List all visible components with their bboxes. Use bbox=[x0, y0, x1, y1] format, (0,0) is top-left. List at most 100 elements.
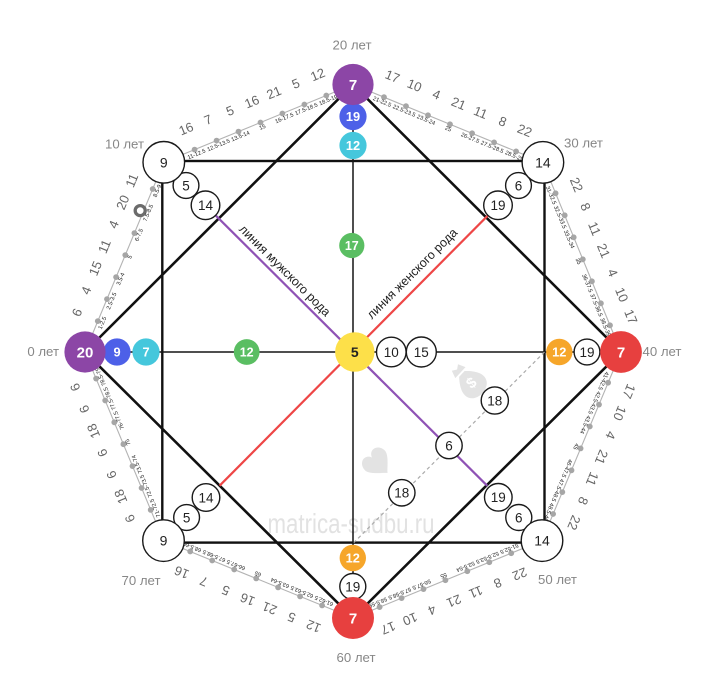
svg-text:11: 11 bbox=[585, 220, 604, 238]
svg-text:20 лет: 20 лет bbox=[333, 38, 372, 53]
svg-text:12: 12 bbox=[346, 138, 360, 153]
svg-text:0 лет: 0 лет bbox=[27, 344, 59, 359]
svg-text:22: 22 bbox=[564, 513, 583, 532]
svg-text:5: 5 bbox=[220, 582, 232, 599]
svg-text:7: 7 bbox=[349, 610, 357, 627]
svg-text:11: 11 bbox=[467, 583, 485, 602]
svg-text:15: 15 bbox=[259, 124, 267, 132]
svg-text:6: 6 bbox=[69, 306, 86, 318]
svg-text:6: 6 bbox=[94, 447, 111, 459]
svg-text:21: 21 bbox=[444, 591, 463, 610]
svg-text:22: 22 bbox=[510, 564, 529, 583]
svg-text:8: 8 bbox=[492, 575, 504, 592]
svg-text:17: 17 bbox=[619, 382, 638, 401]
svg-text:7: 7 bbox=[617, 344, 625, 361]
svg-text:8: 8 bbox=[575, 495, 592, 507]
svg-text:6: 6 bbox=[67, 381, 84, 393]
svg-text:21: 21 bbox=[594, 241, 613, 260]
svg-text:6: 6 bbox=[76, 403, 93, 415]
svg-text:8.5-9: 8.5-9 bbox=[153, 184, 164, 198]
svg-text:18: 18 bbox=[394, 486, 409, 501]
svg-text:20: 20 bbox=[77, 344, 94, 361]
svg-text:55: 55 bbox=[439, 571, 447, 579]
svg-text:9: 9 bbox=[160, 154, 168, 170]
svg-text:4: 4 bbox=[105, 218, 122, 230]
svg-text:9: 9 bbox=[160, 533, 168, 549]
svg-text:4: 4 bbox=[78, 284, 95, 296]
svg-text:7: 7 bbox=[198, 573, 210, 590]
svg-text:19: 19 bbox=[346, 109, 360, 124]
svg-text:12: 12 bbox=[304, 617, 323, 636]
svg-text:11: 11 bbox=[583, 470, 602, 488]
svg-text:10: 10 bbox=[405, 76, 424, 95]
svg-text:линия женского рода: линия женского рода bbox=[364, 226, 460, 322]
svg-text:20: 20 bbox=[113, 193, 132, 212]
svg-text:5: 5 bbox=[351, 344, 359, 360]
svg-text:19: 19 bbox=[345, 579, 360, 594]
svg-text:45: 45 bbox=[571, 442, 579, 450]
svg-text:11: 11 bbox=[95, 237, 114, 255]
svg-text:4: 4 bbox=[430, 86, 442, 103]
svg-text:7: 7 bbox=[349, 77, 357, 94]
svg-text:12: 12 bbox=[308, 65, 327, 84]
svg-text:10: 10 bbox=[401, 609, 420, 628]
svg-text:11: 11 bbox=[472, 103, 490, 122]
svg-text:8: 8 bbox=[577, 200, 594, 212]
svg-text:4: 4 bbox=[602, 429, 619, 441]
svg-text:75: 75 bbox=[125, 438, 133, 446]
svg-text:14: 14 bbox=[198, 198, 214, 213]
svg-text:21: 21 bbox=[260, 599, 279, 618]
svg-text:19: 19 bbox=[579, 345, 594, 360]
svg-text:6: 6 bbox=[103, 469, 120, 481]
svg-text:10: 10 bbox=[384, 345, 399, 360]
svg-text:70 лет: 70 лет bbox=[122, 573, 161, 588]
svg-text:6: 6 bbox=[515, 178, 523, 193]
svg-text:17: 17 bbox=[383, 67, 402, 86]
svg-text:18: 18 bbox=[84, 421, 103, 440]
svg-text:10: 10 bbox=[610, 404, 629, 423]
svg-text:10: 10 bbox=[612, 285, 631, 304]
svg-text:1-2.5: 1-2.5 bbox=[98, 316, 109, 330]
svg-text:5: 5 bbox=[183, 510, 191, 525]
svg-text:18: 18 bbox=[487, 393, 502, 408]
svg-text:5: 5 bbox=[224, 102, 236, 119]
svg-text:5: 5 bbox=[285, 609, 297, 626]
svg-text:линия мужского рода: линия мужского рода bbox=[236, 222, 333, 319]
svg-text:16: 16 bbox=[172, 563, 191, 582]
svg-text:21: 21 bbox=[449, 94, 468, 113]
svg-text:12: 12 bbox=[346, 551, 360, 566]
svg-text:8: 8 bbox=[497, 113, 509, 130]
svg-text:10 лет: 10 лет bbox=[105, 137, 144, 152]
svg-text:65: 65 bbox=[254, 569, 262, 577]
svg-text:6: 6 bbox=[445, 438, 453, 453]
svg-text:3.5-4: 3.5-4 bbox=[116, 272, 127, 286]
svg-text:17: 17 bbox=[345, 239, 359, 253]
svg-text:11: 11 bbox=[122, 171, 141, 189]
svg-text:22: 22 bbox=[567, 175, 586, 194]
svg-text:19: 19 bbox=[490, 198, 505, 213]
svg-text:35: 35 bbox=[574, 257, 582, 265]
svg-text:5: 5 bbox=[182, 178, 190, 193]
svg-text:12: 12 bbox=[240, 346, 254, 360]
svg-text:25: 25 bbox=[444, 126, 452, 134]
svg-text:50 лет: 50 лет bbox=[538, 572, 577, 587]
svg-text:21: 21 bbox=[592, 448, 611, 467]
svg-text:30 лет: 30 лет bbox=[564, 136, 603, 151]
svg-text:17: 17 bbox=[379, 618, 398, 637]
svg-text:14: 14 bbox=[534, 533, 550, 549]
svg-text:60 лет: 60 лет bbox=[337, 650, 376, 665]
svg-text:4: 4 bbox=[604, 266, 621, 278]
svg-text:16: 16 bbox=[242, 92, 261, 111]
svg-text:5: 5 bbox=[290, 75, 302, 92]
svg-text:22: 22 bbox=[515, 121, 534, 140]
svg-text:6: 6 bbox=[122, 512, 139, 524]
svg-text:9: 9 bbox=[113, 345, 120, 360]
svg-text:6: 6 bbox=[515, 510, 523, 525]
svg-text:19: 19 bbox=[491, 490, 506, 505]
svg-text:15: 15 bbox=[86, 259, 105, 278]
svg-text:14: 14 bbox=[535, 154, 551, 170]
svg-text:21: 21 bbox=[264, 83, 283, 102]
svg-text:40 лет: 40 лет bbox=[643, 344, 682, 359]
svg-text:matrica-sudbu.ru: matrica-sudbu.ru bbox=[268, 508, 435, 539]
svg-text:6-7.5: 6-7.5 bbox=[134, 228, 145, 242]
